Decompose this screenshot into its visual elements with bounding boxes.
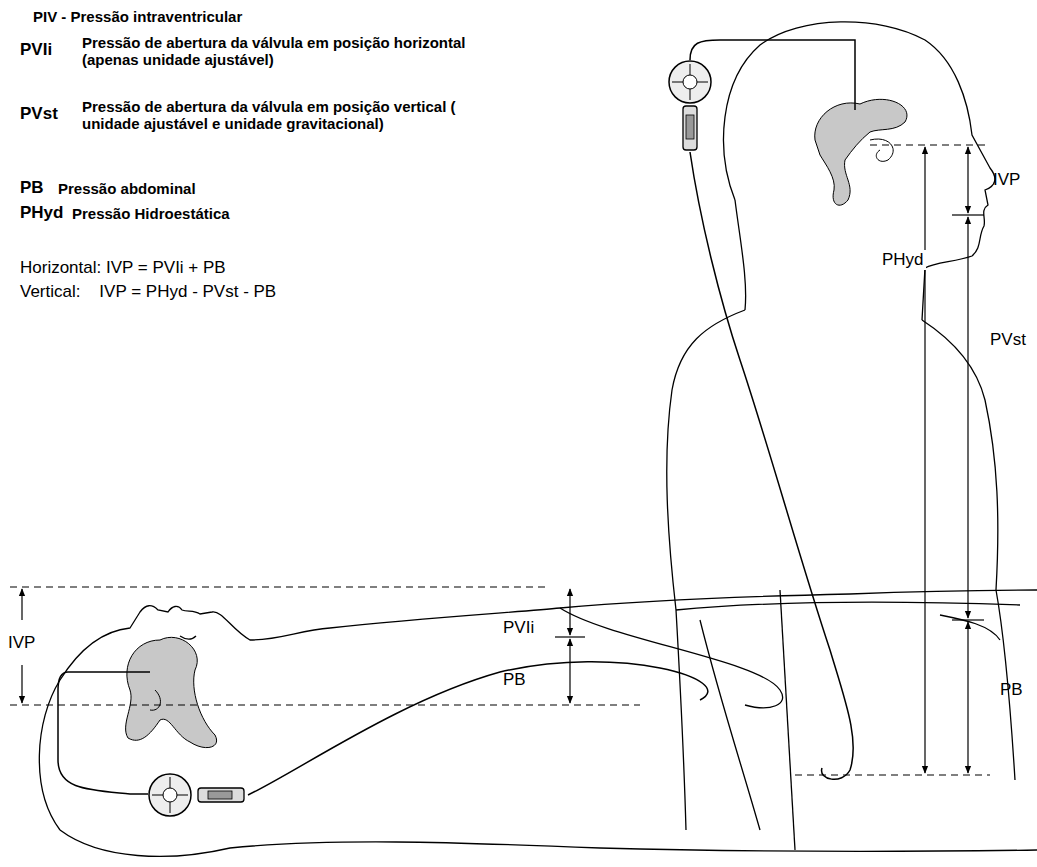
ventricle-detail bbox=[870, 139, 893, 161]
formula: Horizontal: IVP = PVIi + PB bbox=[20, 258, 226, 278]
dimension-label: PHyd bbox=[880, 250, 926, 270]
catheter bbox=[58, 662, 708, 795]
standing-body bbox=[667, 22, 1020, 830]
symbol-description: Pressão abdominal bbox=[58, 180, 196, 197]
symbol-description: Pressão de abertura da válvula em posiçã… bbox=[82, 34, 492, 69]
valve bbox=[669, 61, 711, 150]
catheter bbox=[690, 40, 855, 779]
symbol-description: Pressão Hidroestática bbox=[72, 205, 230, 222]
dimension-lines bbox=[10, 587, 640, 705]
symbol-description: Pressão de abertura da válvula em posiçã… bbox=[82, 98, 492, 133]
legend-heading: PIV - Pressão intraventricular bbox=[33, 8, 242, 25]
dimension-label: PVIi bbox=[503, 618, 534, 638]
lying-body bbox=[39, 590, 1037, 856]
dimension-label: PVst bbox=[990, 330, 1026, 350]
symbol: PHyd bbox=[20, 203, 63, 223]
dimension-lines bbox=[795, 145, 990, 775]
dimension-label: PB bbox=[503, 670, 526, 690]
ventricle bbox=[126, 637, 217, 747]
ventricle bbox=[815, 99, 907, 205]
dimension-label: IVP bbox=[6, 633, 37, 653]
symbol: PB bbox=[20, 178, 44, 198]
formula: Vertical: IVP = PHyd - PVst - PB bbox=[20, 282, 276, 302]
ventricle-detail bbox=[150, 690, 160, 710]
symbol: PVIi bbox=[20, 40, 52, 60]
symbol: PVst bbox=[20, 104, 58, 124]
dimension-label: PB bbox=[1000, 680, 1023, 700]
dimension-label: IVP bbox=[993, 170, 1020, 190]
valve bbox=[149, 774, 244, 816]
